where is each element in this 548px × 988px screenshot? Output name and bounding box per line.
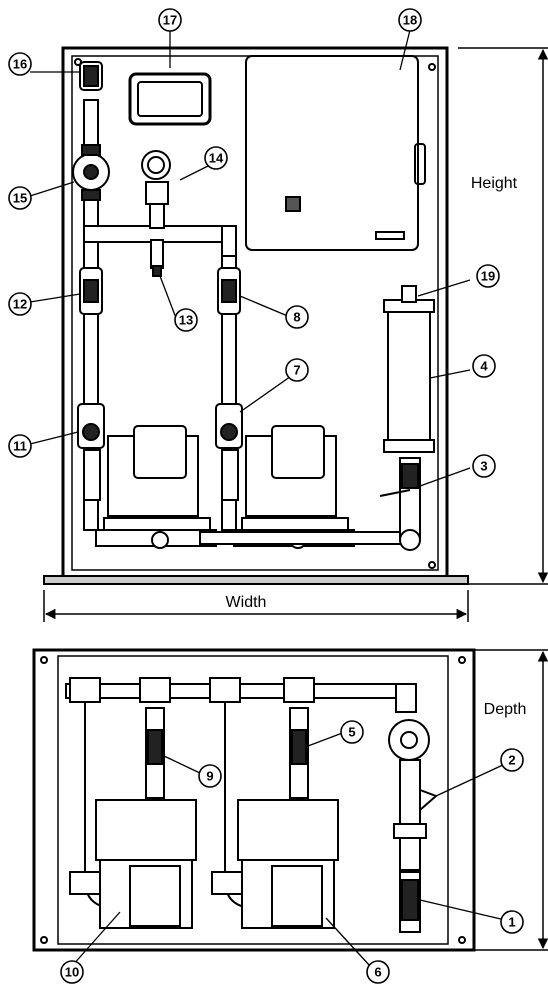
- pump-top-right: [211, 799, 339, 929]
- flow-sensor: [388, 719, 430, 761]
- mounting-hole: [458, 936, 466, 944]
- pump-left: [95, 425, 217, 549]
- flow-meter-right: [221, 449, 239, 501]
- width-label: Width: [226, 594, 267, 611]
- column-valve-body: [401, 463, 419, 489]
- valve-15-hub: [83, 164, 99, 180]
- valve-7-handle: [220, 423, 238, 441]
- manifold-elbow: [221, 225, 237, 257]
- mounting-hole: [428, 63, 436, 71]
- callout-1: 1: [508, 915, 515, 930]
- valve-8-body: [221, 279, 237, 303]
- top-fitting-left: [69, 677, 101, 703]
- pump-top-left: [69, 799, 197, 929]
- front-view: [43, 46, 469, 585]
- controller-display: [128, 72, 212, 126]
- calibration-column: [387, 303, 431, 453]
- depth-dimension: [470, 649, 548, 951]
- callout-numbers: 16 17 18 14 15 12 13 8 19 4 7 11 3 5 9 2…: [13, 13, 516, 980]
- pump-right: [233, 425, 355, 549]
- valve-5-body: [291, 729, 307, 765]
- gauge-stem: [149, 203, 165, 229]
- mounting-hole: [428, 561, 436, 569]
- gauge-fitting: [145, 181, 169, 205]
- callout-12: 12: [13, 297, 27, 312]
- flow-sensor-core: [400, 731, 418, 749]
- callout-17: 17: [163, 13, 177, 28]
- callout-6: 6: [374, 965, 381, 980]
- front-base: [43, 575, 469, 585]
- callout-13: 13: [179, 313, 193, 328]
- column-vent: [401, 285, 417, 303]
- callout-7: 7: [293, 363, 300, 378]
- top-column: [399, 759, 421, 871]
- top-view: [32, 648, 476, 952]
- injection-fitting: [150, 239, 164, 269]
- valve-9-body: [147, 729, 163, 765]
- control-box-label: [375, 231, 405, 240]
- valve-1-body: [401, 879, 419, 921]
- mounting-hole: [40, 936, 48, 944]
- callout-19: 19: [481, 269, 495, 284]
- column-valve-handle: [399, 529, 421, 551]
- mounting-hole: [40, 656, 48, 664]
- injection-tip: [152, 265, 162, 277]
- callout-9: 9: [206, 769, 213, 784]
- top-elbow: [395, 683, 417, 713]
- callout-18: 18: [403, 13, 417, 28]
- controller-display-screen: [137, 81, 203, 117]
- top-fitting-mid3: [283, 677, 315, 703]
- height-label: Height: [471, 175, 518, 192]
- callout-leaders: [29, 29, 506, 967]
- valve-15-body: [81, 144, 101, 156]
- callout-2: 2: [508, 753, 515, 768]
- top-fitting-mid2: [209, 677, 241, 703]
- top-fitting-mid1: [139, 677, 171, 703]
- pressure-gauge-face: [147, 156, 165, 174]
- depth-label: Depth: [484, 701, 527, 718]
- callout-8: 8: [293, 310, 300, 325]
- width-dimension: [43, 590, 469, 622]
- height-dimension: [458, 47, 548, 585]
- callout-markers: [8, 8, 524, 984]
- callout-16: 16: [13, 57, 27, 72]
- callout-14: 14: [209, 151, 224, 166]
- column-bottom-cap: [383, 439, 435, 453]
- pressure-gauge: [141, 150, 171, 180]
- callout-15: 15: [13, 191, 27, 206]
- top-panel-inner: [57, 655, 449, 945]
- flow-meter-left: [83, 449, 101, 501]
- control-box: [245, 55, 419, 251]
- callout-10: 10: [65, 965, 79, 980]
- callout-4: 4: [480, 359, 488, 374]
- callout-11: 11: [13, 439, 27, 454]
- callout-3: 3: [480, 459, 487, 474]
- control-box-latch: [285, 196, 301, 212]
- valve-11-handle: [82, 423, 100, 441]
- top-column-cap: [393, 823, 427, 839]
- callout-5: 5: [348, 725, 355, 740]
- valve-12-body: [83, 279, 99, 303]
- control-box-handle: [414, 143, 426, 185]
- valve-15-body-low: [81, 189, 101, 201]
- column-valve-lever: [379, 489, 411, 497]
- mounting-hole: [458, 656, 466, 664]
- discharge-pipe: [199, 531, 413, 545]
- valve-16-body: [83, 65, 99, 87]
